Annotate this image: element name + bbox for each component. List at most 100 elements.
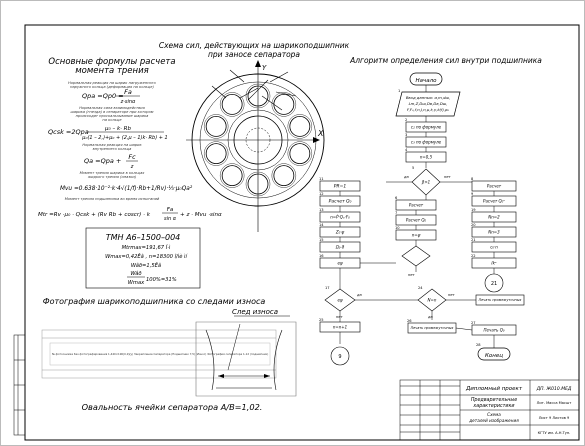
cage-pocket xyxy=(287,114,313,139)
drawing-frame xyxy=(24,24,580,441)
axis-y-label: Y xyxy=(262,64,267,72)
step-number: 24 xyxy=(418,286,423,290)
formula-note: наружного кольца (деформация на кольце) xyxy=(70,85,154,89)
ball xyxy=(205,143,227,164)
step-number: 7 xyxy=(395,211,397,215)
formula-note: шарика (гнезда) в сепараторе при котором xyxy=(71,110,154,114)
photo-title: Фотография шарикоподшипника со следами и… xyxy=(43,297,266,306)
ball xyxy=(289,116,311,137)
step-number: 11 xyxy=(319,177,324,181)
flow-step-14-label: Z₀·ψ xyxy=(335,229,345,234)
y-axis-arrow xyxy=(255,60,261,67)
cage-pocket xyxy=(287,141,313,166)
flow-connector-21 xyxy=(484,273,504,293)
left-margin-stamp xyxy=(13,334,26,436)
flow-step-25-label: n=n+1 xyxy=(333,324,347,329)
step-number: 16 xyxy=(319,254,324,258)
eq-qa-den: z xyxy=(130,164,134,170)
flow-branch-label: да xyxy=(356,293,362,297)
formula-note: Нормальная реакция на шарик нагруженного xyxy=(68,81,157,85)
step-number: 17 xyxy=(325,286,330,290)
step-number: 19 xyxy=(471,208,476,212)
formula-note: Нормальная реакция на шарик xyxy=(82,143,142,147)
tb-doc-title: Предварительные xyxy=(471,397,517,403)
eq-mvu: Mvu =0.638·10⁻²·k·4√(1/f)·Rb+1/Rv)·¹⁄₃·μ… xyxy=(60,185,193,192)
tb-sheet-info: КГТУ им. А.Н.Туп. xyxy=(538,431,571,435)
flow-step-9-label: Расчет Q₀ᵒ xyxy=(483,198,505,203)
cage-pocket xyxy=(203,141,229,166)
title-block xyxy=(399,379,580,441)
step-number: 13 xyxy=(319,208,324,212)
result-box: ТМН А6–1500–004 Mtrmax=191,67 Í·ì Wmax=0… xyxy=(85,227,201,289)
step-number: 2 xyxy=(405,118,407,122)
flow-decision-24-label: N=n xyxy=(428,298,437,303)
result-ratio-tail: 100%=31% xyxy=(146,277,177,283)
step-number: 28 xyxy=(476,343,481,347)
eq-mtr-num: Fa xyxy=(167,207,174,213)
tb-sheet-info: Лист 9 Листов 9 xyxy=(539,416,570,420)
flow-branch-label: нет xyxy=(444,175,452,179)
ball-set xyxy=(203,83,313,197)
flow-input xyxy=(395,91,461,117)
step-number: 26 xyxy=(407,319,412,323)
ball xyxy=(289,143,311,164)
ovality-caption: Овальность ячейки сепаратора A/B=1,02. xyxy=(82,402,263,412)
result-line: Mtrmax=191,67 Í·ì xyxy=(122,244,171,251)
formula-section: Основные формулы расчета момента трения … xyxy=(38,57,222,222)
flow-print-2-label: Печать промежуточных xyxy=(411,326,455,330)
ball xyxy=(247,85,269,107)
eq-mtr-a: Mtr =Rv ·μ₀ · Qcsk + (Rv Rb + coscr) · k xyxy=(38,212,151,218)
result-box-title: ТМН А6–1500–004 xyxy=(106,233,181,242)
bearing-title-line2: при заносе сепаратора xyxy=(208,50,300,59)
flow-connector-label: 21 xyxy=(491,281,497,287)
step-number: 14 xyxy=(319,223,324,227)
step-number: 5 xyxy=(412,166,414,170)
flow-step-20-label: Nn=3 xyxy=(488,229,500,234)
flow-step-21-label: c₀·n xyxy=(490,244,498,249)
step-number: 12 xyxy=(319,192,324,196)
flow-connector xyxy=(455,327,473,331)
cage-pocket xyxy=(245,171,271,197)
ball xyxy=(205,116,227,137)
flow-branch-label: да xyxy=(403,175,409,179)
flow-branch-label: нет xyxy=(448,293,456,297)
formula-note: на кольце xyxy=(102,118,122,122)
flow-step-10-label: n=ψ xyxy=(412,232,421,237)
shaft-bore xyxy=(245,127,271,153)
tb-sub: деталей изображения xyxy=(468,418,519,423)
flow-step-2-label: c₂ по формуле xyxy=(411,124,442,129)
eq-qa: Qa =Qpa + xyxy=(84,157,121,165)
cage-pocket xyxy=(219,163,245,188)
flow-print-1 xyxy=(475,294,525,306)
result-ratio-den: Wmax xyxy=(128,280,145,286)
flow-step-15-label: Ω₀-δ xyxy=(335,244,345,249)
result-line: Wâð=1,5Êâ xyxy=(131,261,161,269)
result-ratio-num: Wâð xyxy=(130,270,142,277)
cage-pocket xyxy=(271,163,297,188)
step-number: 20 xyxy=(471,223,476,227)
cage-pocket xyxy=(219,92,245,117)
formula-note: внутреннего кольца xyxy=(93,147,132,151)
tb-doc-title: характеристики xyxy=(472,404,514,409)
bearing-title-line1: Схема сил, действующих на шарикоподшипни… xyxy=(159,41,350,50)
flow-step-26-label: Печать Q₀ xyxy=(484,327,505,332)
flow-step-12-label: Расчет Q₀ xyxy=(329,199,352,205)
formula-note: происходит проскальзывание шарика xyxy=(76,114,149,118)
step-number: 25 xyxy=(319,318,324,322)
ball xyxy=(221,94,243,115)
flow-step-4-label: n=0,5 xyxy=(420,154,433,159)
flow-input-line: F,F₀,f,n,J,n,μ,k,γ,k(f),ρ₀ xyxy=(407,107,449,112)
step-number: 10 xyxy=(395,226,400,230)
eq-qpa: Qpa =Qp0 = xyxy=(82,92,124,100)
flow-input-line: Ввод данных: α,m,dш, xyxy=(406,95,450,100)
photo-section: Фотография шарикоподшипника со следами и… xyxy=(41,297,297,412)
eq-qpa-den: z·sinα xyxy=(120,99,136,105)
formula-title-line2: момента трения xyxy=(75,66,148,76)
step-number: 21 xyxy=(471,238,476,242)
photo-strip-caption: № фотоснимка без фотографирования 1,440×… xyxy=(52,352,268,356)
step-number: 15 xyxy=(319,238,324,242)
eq-qcsk-num: μ₀ – k· Rb xyxy=(104,126,131,132)
